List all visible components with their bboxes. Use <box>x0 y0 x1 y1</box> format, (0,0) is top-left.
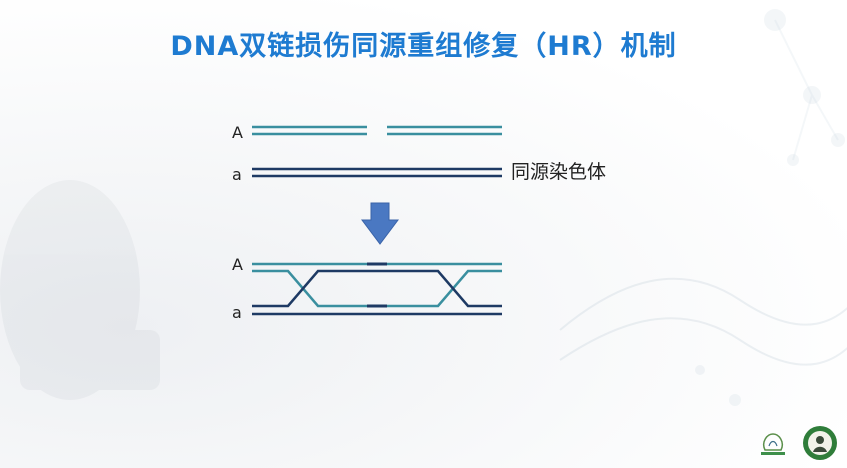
top-strand-A-left <box>252 125 367 136</box>
society-seal-logo <box>801 424 839 462</box>
bottom-strand-a-label: a <box>232 303 242 322</box>
page-title: DNA双链损伤同源重组修复（HR）机制 <box>170 31 677 62</box>
bottom-strand-a-inner-crossover <box>252 269 502 308</box>
csmbmb-logo-icon <box>761 433 785 455</box>
csmbmb-logo <box>755 428 791 458</box>
top-strand-a <box>252 167 502 178</box>
top-strand-A-right <box>387 125 502 136</box>
bottom-strand-A-label: A <box>232 255 243 274</box>
top-strand-a-label: a <box>232 165 242 184</box>
top-strand-A-label: A <box>232 123 243 142</box>
chromosome-label: 同源染色体 <box>511 161 606 183</box>
society-seal-icon <box>803 426 837 460</box>
repair-segment-marks <box>367 262 387 308</box>
down-arrow-icon <box>361 202 399 245</box>
